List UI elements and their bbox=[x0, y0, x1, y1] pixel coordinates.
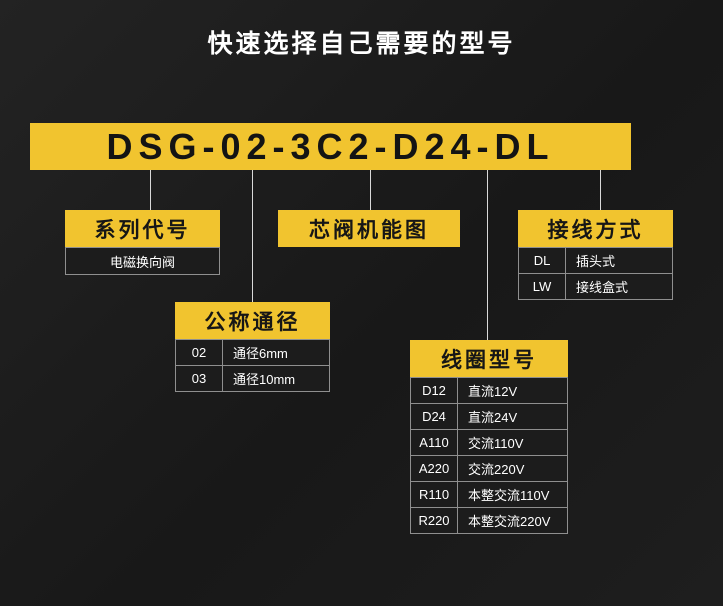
model-number-banner: DSG-02-3C2-D24-DL bbox=[30, 123, 631, 170]
connector-line-series bbox=[150, 170, 151, 210]
table-row: R220 本整交流220V bbox=[410, 507, 568, 534]
group-series-code: 系列代号 电磁换向阀 bbox=[65, 210, 220, 275]
row-code: 03 bbox=[176, 366, 223, 391]
row-code: A220 bbox=[411, 456, 458, 481]
row-code: D24 bbox=[411, 404, 458, 429]
model-number: DSG-02-3C2-D24-DL bbox=[106, 125, 555, 167]
row-code: LW bbox=[519, 274, 566, 299]
connector-line-diameter bbox=[252, 170, 253, 302]
group-wiring-type-label: 接线方式 bbox=[518, 210, 673, 247]
row-code: R110 bbox=[411, 482, 458, 507]
row-code: DL bbox=[519, 248, 566, 273]
group-spool-function: 芯阀机能图 bbox=[278, 210, 460, 247]
row-desc: 交流110V bbox=[468, 436, 524, 451]
row-code: D12 bbox=[411, 378, 458, 403]
table-row: D12 直流12V bbox=[410, 377, 568, 404]
row-desc: 本整交流110V bbox=[468, 488, 550, 503]
group-wiring-type-table: DL 插头式 LW 接线盒式 bbox=[518, 247, 673, 300]
row-desc: 插头式 bbox=[576, 254, 616, 269]
row-desc: 直流12V bbox=[468, 384, 518, 399]
connector-line-coil bbox=[487, 170, 488, 340]
group-nominal-diameter-label: 公称通径 bbox=[175, 302, 330, 339]
table-row: 电磁换向阀 bbox=[65, 247, 220, 275]
row-code: A110 bbox=[411, 430, 458, 455]
group-wiring-type: 接线方式 DL 插头式 LW 接线盒式 bbox=[518, 210, 673, 300]
group-spool-function-label: 芯阀机能图 bbox=[278, 210, 460, 247]
table-row: A110 交流110V bbox=[410, 429, 568, 456]
group-coil-model-label: 线圈型号 bbox=[410, 340, 568, 377]
group-nominal-diameter-table: 02 通径6mm 03 通径10mm bbox=[175, 339, 330, 392]
row-desc: 接线盒式 bbox=[576, 280, 629, 295]
connector-line-wiring bbox=[600, 170, 601, 210]
table-row: LW 接线盒式 bbox=[518, 273, 673, 300]
group-nominal-diameter: 公称通径 02 通径6mm 03 通径10mm bbox=[175, 302, 330, 392]
table-row: A220 交流220V bbox=[410, 455, 568, 482]
table-row: 03 通径10mm bbox=[175, 365, 330, 392]
group-coil-model: 线圈型号 D12 直流12V D24 直流24V A110 交流110V A22… bbox=[410, 340, 568, 534]
row-code: 02 bbox=[176, 340, 223, 365]
table-row: DL 插头式 bbox=[518, 247, 673, 274]
row-desc: 通径6mm bbox=[233, 346, 288, 361]
connector-line-spool bbox=[370, 170, 371, 210]
row-desc: 本整交流220V bbox=[468, 514, 551, 529]
row-desc: 直流24V bbox=[468, 410, 518, 425]
row-desc: 通径10mm bbox=[233, 372, 296, 387]
row-desc: 电磁换向阀 bbox=[109, 254, 175, 270]
table-row: 02 通径6mm bbox=[175, 339, 330, 366]
page-title: 快速选择自己需要的型号 bbox=[207, 30, 516, 58]
row-desc: 交流220V bbox=[468, 462, 525, 477]
group-coil-model-table: D12 直流12V D24 直流24V A110 交流110V A220 交流2… bbox=[410, 377, 568, 534]
table-row: R110 本整交流110V bbox=[410, 481, 568, 508]
table-row: D24 直流24V bbox=[410, 403, 568, 430]
row-code: R220 bbox=[411, 508, 458, 533]
group-series-code-table: 电磁换向阀 bbox=[65, 247, 220, 275]
group-series-code-label: 系列代号 bbox=[65, 210, 220, 247]
